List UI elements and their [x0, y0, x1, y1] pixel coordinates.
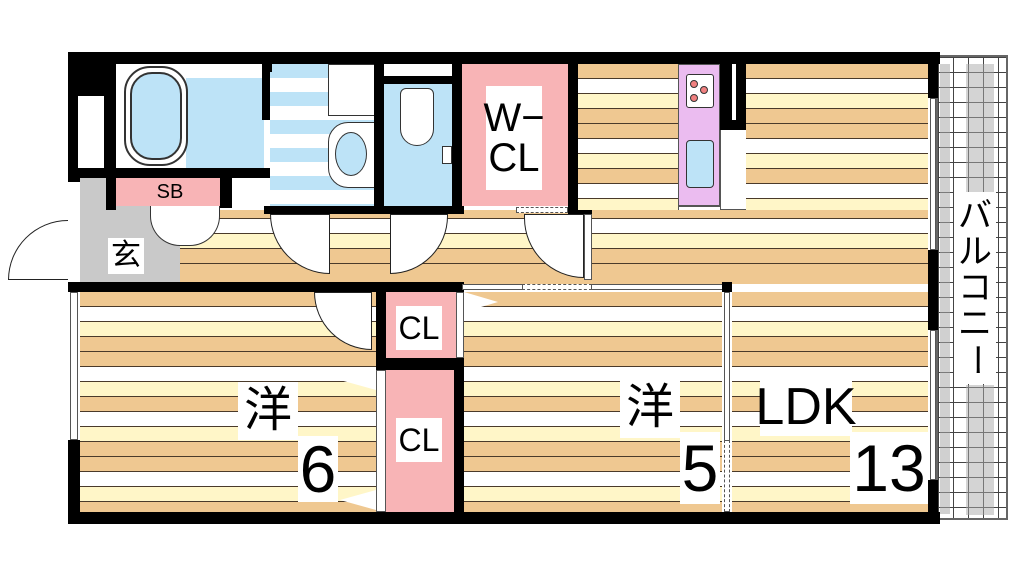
sink-basin: [335, 132, 367, 176]
room2-label: 洋: [620, 378, 680, 438]
kitchen-wall-pillar-inner: [732, 64, 736, 120]
room1-label: 洋: [238, 382, 298, 440]
toilet-icon: [400, 88, 434, 146]
window-right-2: [930, 330, 936, 480]
balcony-char: バ: [958, 197, 992, 235]
walk-in-closet-wall-right: [568, 64, 578, 214]
ldk-label: LDK: [755, 378, 857, 436]
wcl-line2: CL: [488, 136, 540, 180]
bathroom-wall-right: [262, 64, 270, 120]
wall-left-upper: [68, 52, 80, 182]
balcony-char: ー: [956, 343, 994, 377]
closet-upper-door[interactable]: [456, 292, 464, 358]
ldk-upper-floor: [746, 64, 928, 210]
washer-icon: [328, 64, 376, 116]
toilet-wall-right: [452, 64, 462, 212]
balcony-label: バ ル コ ニ ー: [954, 192, 996, 384]
balcony-shade-2: [966, 64, 994, 194]
room2-sliding-door[interactable]: [462, 284, 728, 290]
wall-right-mid: [928, 250, 938, 330]
kitchen-sink-icon: [686, 140, 714, 188]
utility-niche-inner: [78, 96, 104, 168]
closet-lower-label: CL: [396, 418, 442, 462]
wall-right-bot: [928, 480, 938, 524]
closet-divider: [376, 358, 464, 370]
window-left: [70, 292, 78, 440]
balcony-shade-3: [966, 385, 994, 515]
toilet-room-top: [384, 64, 452, 78]
room1-size: 6: [298, 432, 338, 506]
burner-2: [700, 86, 708, 94]
closet-wall-stub: [578, 206, 592, 216]
shoe-box-label: SB: [156, 181, 184, 203]
burner-3: [690, 94, 698, 102]
fridge-space: [720, 126, 748, 210]
wall-top: [68, 52, 940, 64]
room2-size: 5: [680, 431, 720, 505]
partition-sliding-panel: [724, 440, 730, 512]
balcony-shade-1: [940, 64, 950, 514]
wall-bottom: [68, 512, 940, 524]
closet-upper-wall-left: [376, 282, 386, 372]
wall-left-lower: [68, 440, 80, 524]
closet-lower-door[interactable]: [376, 370, 386, 512]
walk-in-closet-label: W− CL: [483, 86, 545, 190]
toilet-paper-icon: [442, 146, 452, 164]
wcl-line1: W−: [483, 96, 545, 140]
balcony-char: ニ: [958, 305, 992, 343]
room2-sliding-door-panel: [522, 284, 592, 290]
closet-upper-label: CL: [396, 306, 442, 350]
bathroom-floor: [186, 78, 264, 168]
ldk-mid-floor: [592, 210, 928, 284]
entrance-door-swing[interactable]: [8, 220, 68, 280]
walk-in-closet-sliding-door[interactable]: [516, 207, 568, 213]
washroom-wall-right: [374, 64, 384, 212]
shoe-box: [116, 178, 222, 206]
toilet-wall-bottom: [264, 206, 464, 214]
bathroom-wall-bottom: [108, 168, 272, 178]
balcony-char: コ: [958, 269, 992, 307]
kitchen-floor: [578, 64, 678, 210]
wall-middle-closet: [372, 282, 464, 292]
wall-middle-left: [68, 282, 380, 292]
wall-middle-post: [722, 282, 732, 292]
entrance-label: 玄: [108, 238, 144, 274]
bathtub-inner: [130, 72, 182, 160]
entrance-wall-left: [106, 178, 116, 210]
ldk-size: 13: [850, 432, 928, 504]
wall-right-top: [928, 52, 938, 98]
closet-lower-wall-right: [454, 358, 464, 520]
balcony-char: ル: [958, 233, 992, 271]
window-right-1: [930, 98, 936, 250]
ldk-door-jamb: [584, 214, 592, 280]
shoe-box-wall-right: [220, 178, 232, 208]
burner-1: [690, 80, 698, 88]
toilet-room-divider: [384, 76, 452, 84]
bath-wash-wall: [270, 64, 272, 72]
